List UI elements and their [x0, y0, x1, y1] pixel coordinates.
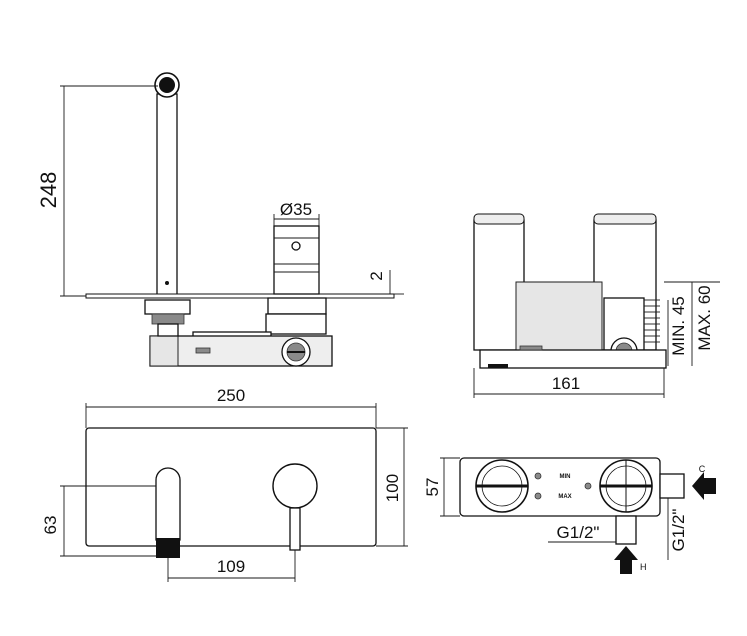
- side-cap-right: [593, 213, 657, 225]
- plan-cold-pipe: [659, 473, 685, 499]
- cartridge-nut: [267, 297, 327, 315]
- label-min: MIN: [560, 474, 571, 480]
- front-elevation-view: 248 Ø35 2: [36, 72, 404, 367]
- dim-plate-height: 100: [383, 474, 402, 502]
- label-max: MAX: [558, 494, 571, 500]
- dim-spout-offset: 63: [41, 516, 60, 535]
- dim-min-depth: MIN. 45: [669, 296, 688, 356]
- plan-screw: [534, 472, 542, 480]
- side-plug: [519, 345, 543, 351]
- cover-plate: [85, 427, 377, 547]
- dim-plate-thickness: 2: [367, 271, 386, 280]
- handle-screw: [291, 241, 301, 251]
- spout-pipe: [156, 93, 178, 298]
- spout-fitting: [144, 299, 191, 315]
- wall-plate-edge: [85, 293, 395, 299]
- spout-front: [155, 467, 181, 541]
- label-hot: H: [640, 562, 647, 572]
- dim-inlet-thread-2: G1/2": [669, 509, 688, 552]
- handle-lever: [289, 507, 301, 551]
- side-view: 161 MIN. 45 MAX. 60: [473, 213, 720, 398]
- dim-max-depth: MAX. 60: [695, 285, 714, 350]
- handle-front: [272, 463, 318, 509]
- dim-handle-diameter: Ø35: [280, 200, 312, 219]
- spout-stem: [157, 323, 179, 337]
- body-end: [149, 335, 179, 367]
- dim-spout-height: 248: [36, 172, 61, 209]
- side-body-block: [515, 281, 603, 351]
- handle-cylinder: [273, 225, 320, 295]
- spout-aerator-hole: [159, 77, 175, 93]
- spout-nut: [151, 313, 185, 325]
- plan-screw: [534, 492, 542, 500]
- plan-hot-pipe: [615, 515, 637, 545]
- front-plate-view: 250 100 63 109: [41, 386, 408, 582]
- cold-inlet-arrow: [692, 472, 716, 500]
- dim-plate-width: 250: [217, 386, 245, 405]
- hot-inlet-arrow: [614, 546, 638, 574]
- dim-handle-distance: 109: [217, 557, 245, 576]
- spout-screw: [165, 281, 169, 285]
- body-plug: [195, 347, 211, 354]
- spout-outlet: [156, 538, 180, 558]
- body-upper: [265, 313, 327, 335]
- plan-screw: [584, 482, 592, 490]
- side-cap-left: [473, 213, 525, 225]
- side-base: [479, 349, 667, 369]
- plan-view: MIN MAX C H 57 G1/2" G1/2": [423, 457, 716, 574]
- dim-side-width: 161: [552, 374, 580, 393]
- label-cold: C: [699, 464, 706, 474]
- side-foot: [488, 364, 508, 368]
- dim-inlet-thread-1: G1/2": [557, 523, 600, 542]
- dim-body-depth: 57: [423, 478, 442, 497]
